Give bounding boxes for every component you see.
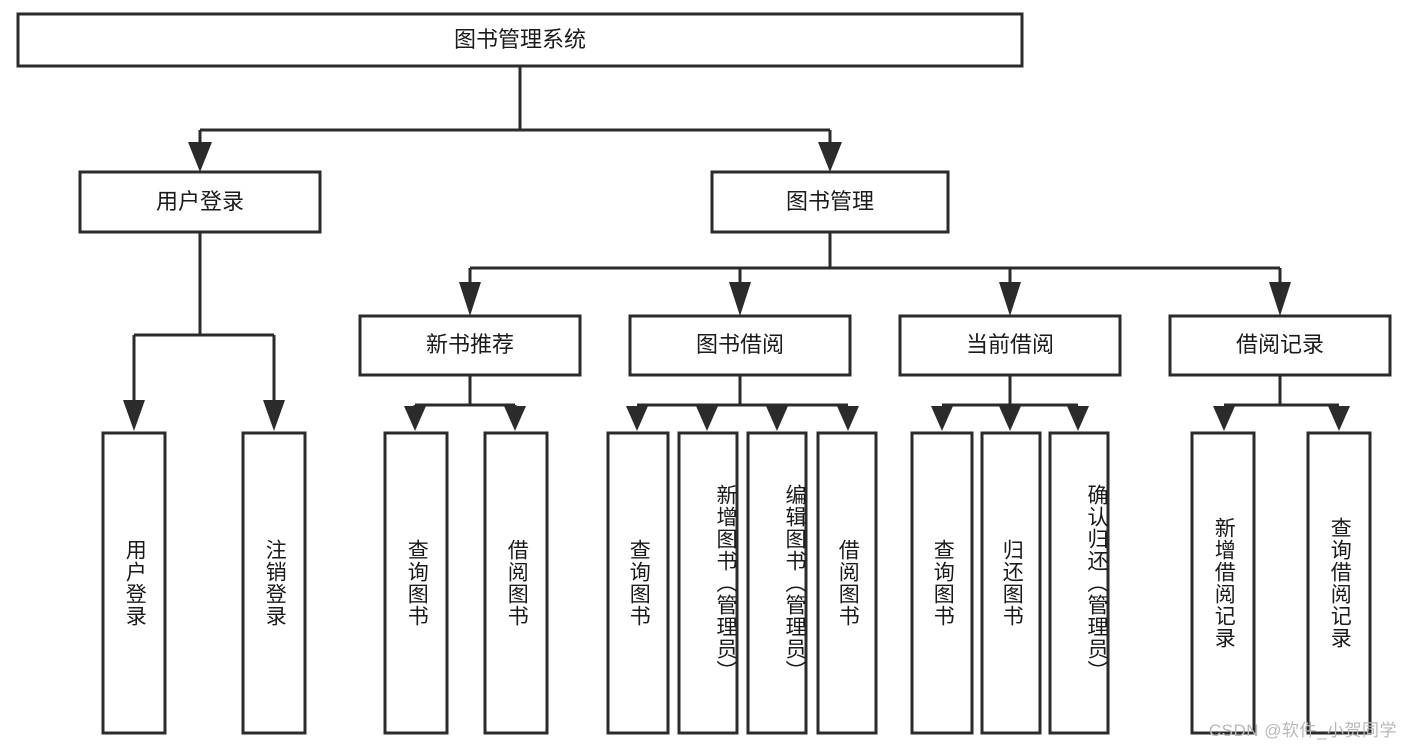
node-leaf-return-book-box[interactable] — [980, 431, 1042, 735]
arrow-head-leaf-edit-book — [766, 406, 788, 431]
arrow-head-leaf-add-record — [1213, 406, 1235, 431]
node-leaf-query-book-1-box[interactable] — [383, 431, 449, 735]
arrow-head-user-login — [188, 142, 212, 172]
node-root-label: 图书管理系统 — [454, 27, 586, 52]
connector-group-book-borrow — [626, 375, 859, 431]
arrow-head-leaf-add-book — [696, 406, 718, 431]
node-current-borrow[interactable]: 当前借阅 — [898, 314, 1122, 377]
node-new-book-recommend-label: 新书推荐 — [426, 332, 514, 357]
connector-group-borrow-record — [1213, 375, 1350, 431]
connector-group-current-borrow — [931, 375, 1089, 431]
arrow-head-leaf-query-book-3 — [931, 406, 953, 431]
node-new-book-recommend-box[interactable] — [358, 314, 582, 377]
node-borrow-record[interactable]: 借阅记录 — [1168, 314, 1392, 377]
node-leaf-query-record-box[interactable] — [1306, 431, 1372, 735]
node-leaf-confirm-return-box[interactable] — [1048, 431, 1110, 735]
node-leaf-logout-login-box[interactable] — [241, 431, 307, 735]
node-book-borrow[interactable]: 图书借阅 — [628, 314, 852, 377]
arrow-head-leaf-query-book-2 — [626, 406, 648, 431]
node-book-management-label: 图书管理 — [786, 189, 874, 214]
connector-group-new-book-recommend — [404, 375, 526, 431]
node-leaf-borrow-book-2-box[interactable] — [816, 431, 878, 735]
node-leaf-add-book-box[interactable] — [677, 431, 739, 735]
arrow-head-leaf-confirm-return — [1067, 406, 1089, 431]
node-current-borrow-box[interactable] — [898, 314, 1122, 377]
arrow-head-leaf-query-book-1 — [404, 406, 426, 431]
node-user-login[interactable]: 用户登录 — [78, 170, 322, 234]
arrow-head-leaf-borrow-book-1 — [504, 406, 526, 431]
arrow-head-borrow-record — [1269, 282, 1291, 316]
arrow-head-book-borrow — [729, 282, 751, 316]
node-leaf-query-book-3-box[interactable] — [910, 431, 974, 735]
node-leaf-borrow-book-1-box[interactable] — [483, 431, 549, 735]
node-user-login-label: 用户登录 — [156, 189, 244, 214]
csdn-watermark: CSDN @软件_小贺同学 — [1208, 721, 1397, 740]
arrow-head-current-borrow — [999, 282, 1021, 316]
node-borrow-record-box[interactable] — [1168, 314, 1392, 377]
node-book-borrow-box[interactable] — [628, 314, 852, 377]
node-leaf-query-book-2-box[interactable] — [606, 431, 670, 735]
arrow-head-book-management — [818, 142, 842, 172]
node-leaf-user-login-box[interactable] — [101, 431, 167, 735]
arrow-head-leaf-return-book — [999, 406, 1021, 431]
node-leaf-add-record-box[interactable] — [1190, 431, 1256, 735]
node-book-management-box[interactable] — [710, 170, 950, 234]
connector-group-user-login — [123, 232, 285, 431]
node-book-borrow-label: 图书借阅 — [696, 332, 784, 357]
arrow-head-leaf-user-login — [123, 400, 145, 431]
node-root[interactable]: 图书管理系统 — [16, 12, 1024, 68]
node-leaf-edit-book-box[interactable] — [746, 431, 808, 735]
node-book-management[interactable]: 图书管理 — [710, 170, 950, 234]
arrow-head-new-book-recommend — [459, 282, 481, 316]
node-borrow-record-label: 借阅记录 — [1236, 332, 1324, 357]
arrow-head-leaf-borrow-book-2 — [837, 406, 859, 431]
connector-group-root — [188, 66, 842, 172]
connector-group-book-management — [459, 232, 1291, 316]
node-current-borrow-label: 当前借阅 — [966, 332, 1054, 357]
node-root-box[interactable] — [16, 12, 1024, 68]
arrow-head-leaf-logout-login — [263, 400, 285, 431]
arrow-head-leaf-query-record — [1328, 406, 1350, 431]
node-new-book-recommend[interactable]: 新书推荐 — [358, 314, 582, 377]
node-user-login-box[interactable] — [78, 170, 322, 234]
